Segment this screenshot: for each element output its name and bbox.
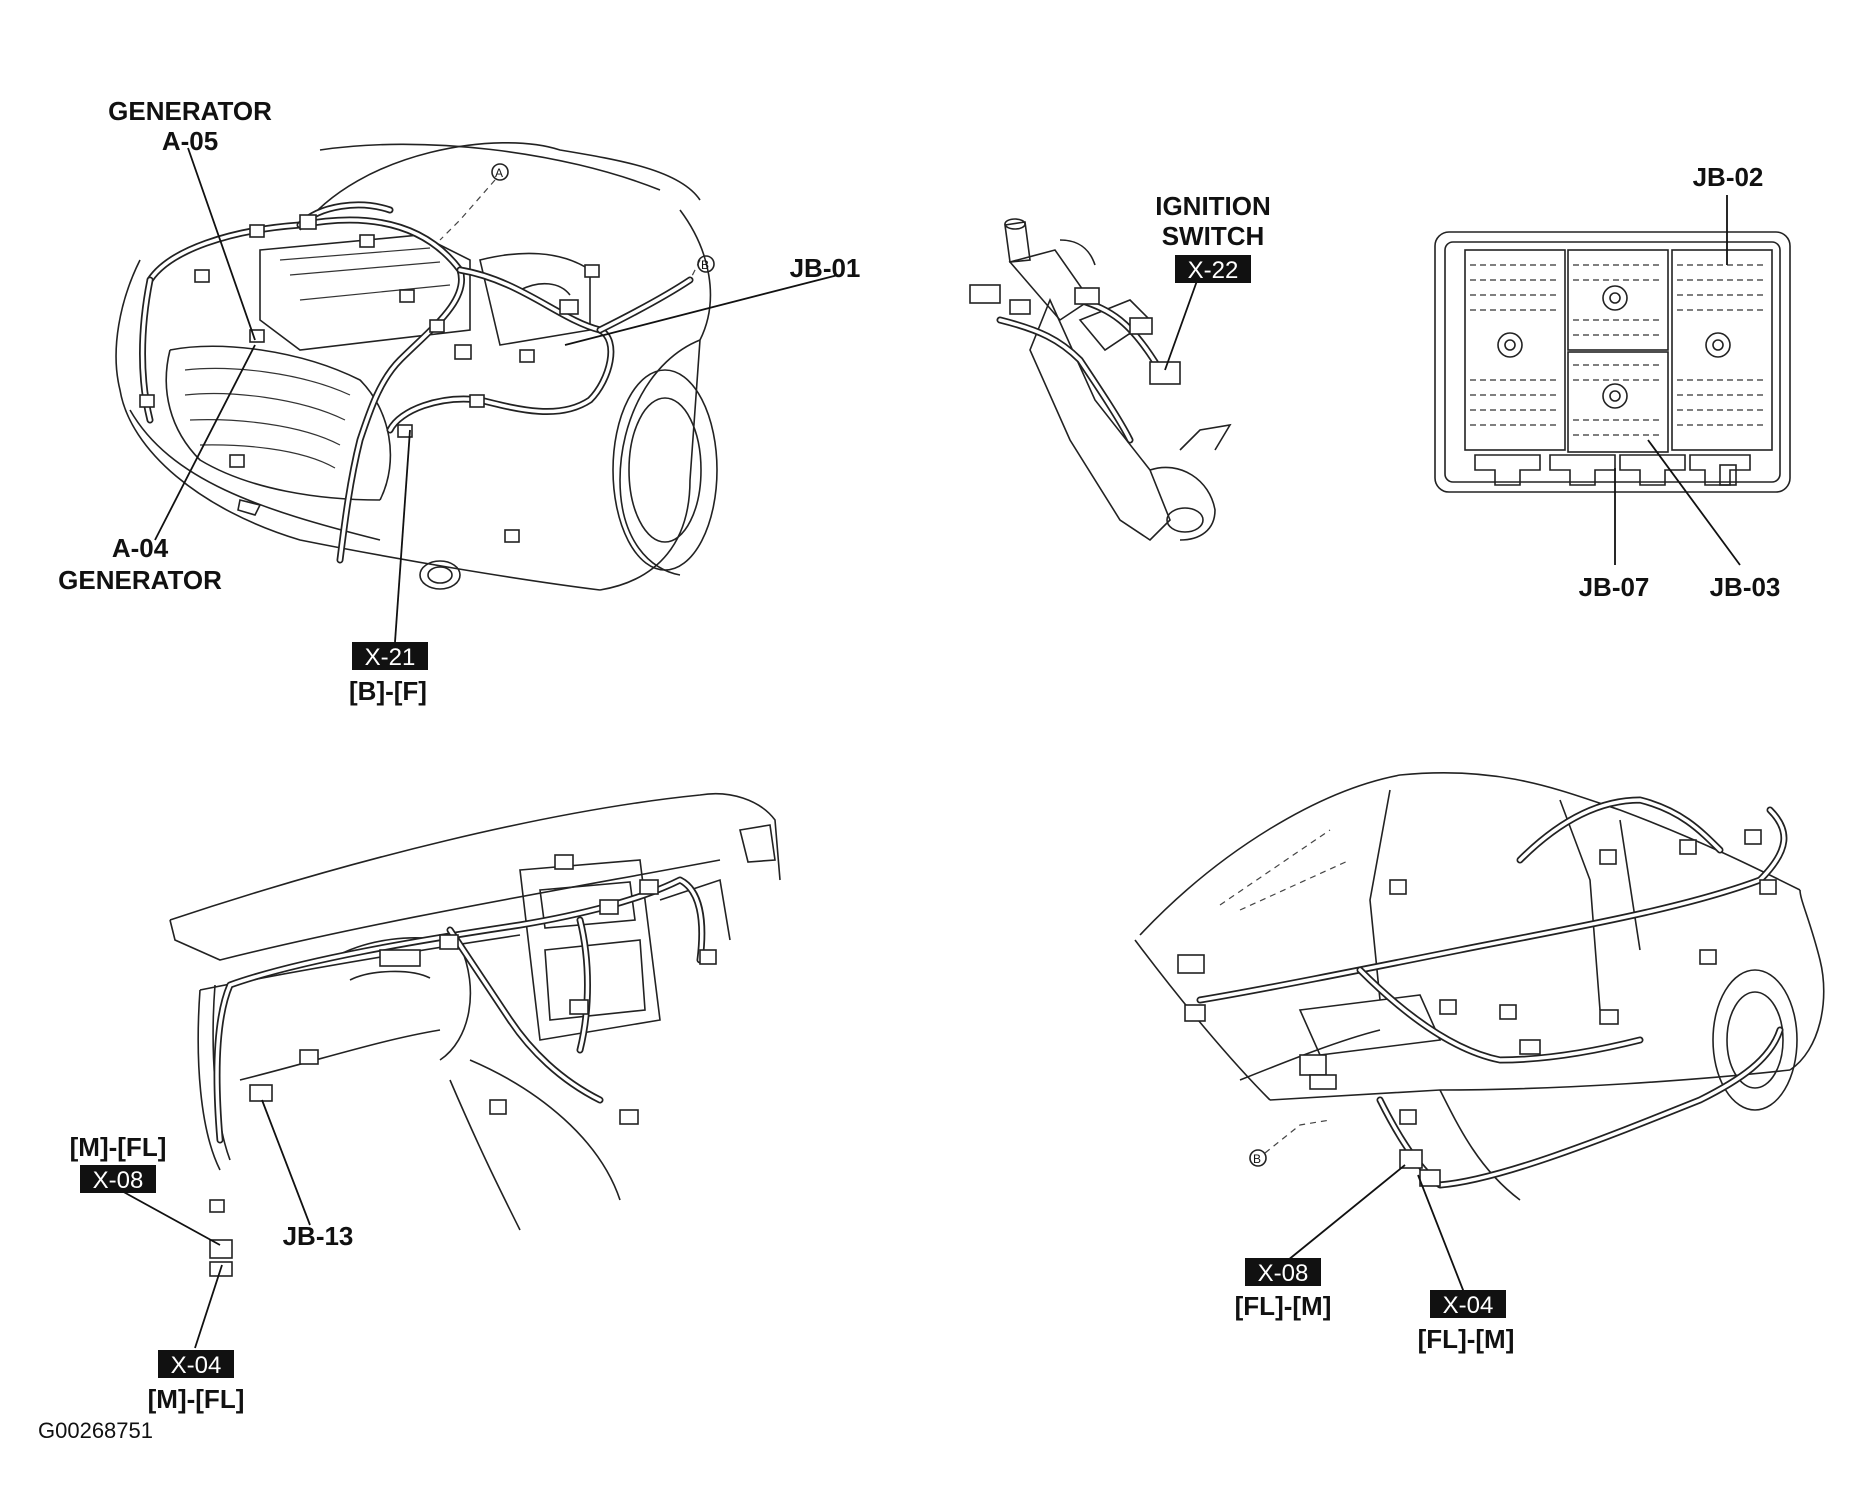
ignition-switch-label-line1: IGNITION: [1155, 191, 1271, 221]
marker-b-label-bottom: B: [1253, 1152, 1261, 1166]
x04-right-sub-label: [FL]-[M]: [1418, 1324, 1515, 1354]
ignition-switch-label-line2: SWITCH: [1162, 221, 1265, 251]
steering-column-illustration: [969, 218, 1232, 542]
dashboard-callouts: [M]-[FL] X-08 JB-13 X-04 [M]-[FL]: [70, 1132, 354, 1414]
engine-bay-illustration: A B: [115, 142, 718, 591]
x04-right-tag-box: [1430, 1290, 1506, 1318]
x22-tag-box: [1175, 255, 1251, 283]
x08-right-tag-label: X-08: [1258, 1260, 1309, 1287]
x08-left-tag-label: X-08: [93, 1167, 144, 1194]
dashboard-illustration: [119, 792, 781, 1349]
x21-tag-box: [352, 642, 428, 670]
jb02-label: JB-02: [1693, 162, 1764, 192]
x08-right-tag-box: [1245, 1258, 1321, 1286]
jb07-label: JB-07: [1579, 572, 1650, 602]
jb01-label: JB-01: [790, 253, 861, 283]
x04-left-tag-box: [158, 1350, 234, 1378]
junction-box-callouts: JB-02 JB-07 JB-03: [1579, 162, 1781, 602]
junction-box-illustration: [1434, 195, 1791, 566]
car-body-illustration: B: [1134, 772, 1825, 1296]
jb13-label: JB-13: [283, 1221, 354, 1251]
engine-bay-callouts: GENERATOR A-05 JB-01 A-04 GENERATOR X-21…: [58, 96, 860, 706]
x08-left-tag-box: [80, 1165, 156, 1193]
ignition-switch-callout: IGNITION SWITCH X-22: [1155, 191, 1271, 284]
generator-label-a04-line1: A-04: [112, 533, 169, 563]
generator-label-a05-line2: A-05: [162, 126, 218, 156]
x04-left-tag-label: X-04: [171, 1352, 222, 1379]
m-fl-upper-label: [M]-[FL]: [70, 1132, 167, 1162]
jb03-label: JB-03: [1710, 572, 1781, 602]
car-body-callouts: X-08 [FL]-[M] X-04 [FL]-[M]: [1235, 1258, 1515, 1354]
marker-a-label: A: [495, 166, 503, 180]
m-fl-lower-label: [M]-[FL]: [148, 1384, 245, 1414]
x22-tag-label: X-22: [1188, 257, 1239, 284]
figure-id: G00268751: [38, 1418, 153, 1443]
x21-sub-label: [B]-[F]: [349, 676, 427, 706]
generator-label-a05-line1: GENERATOR: [108, 96, 272, 126]
x04-right-tag-label: X-04: [1443, 1292, 1494, 1319]
generator-label-a04-line2: GENERATOR: [58, 565, 222, 595]
x21-tag-label: X-21: [365, 644, 416, 671]
marker-b-label-top: B: [701, 258, 709, 272]
x08-right-sub-label: [FL]-[M]: [1235, 1291, 1332, 1321]
